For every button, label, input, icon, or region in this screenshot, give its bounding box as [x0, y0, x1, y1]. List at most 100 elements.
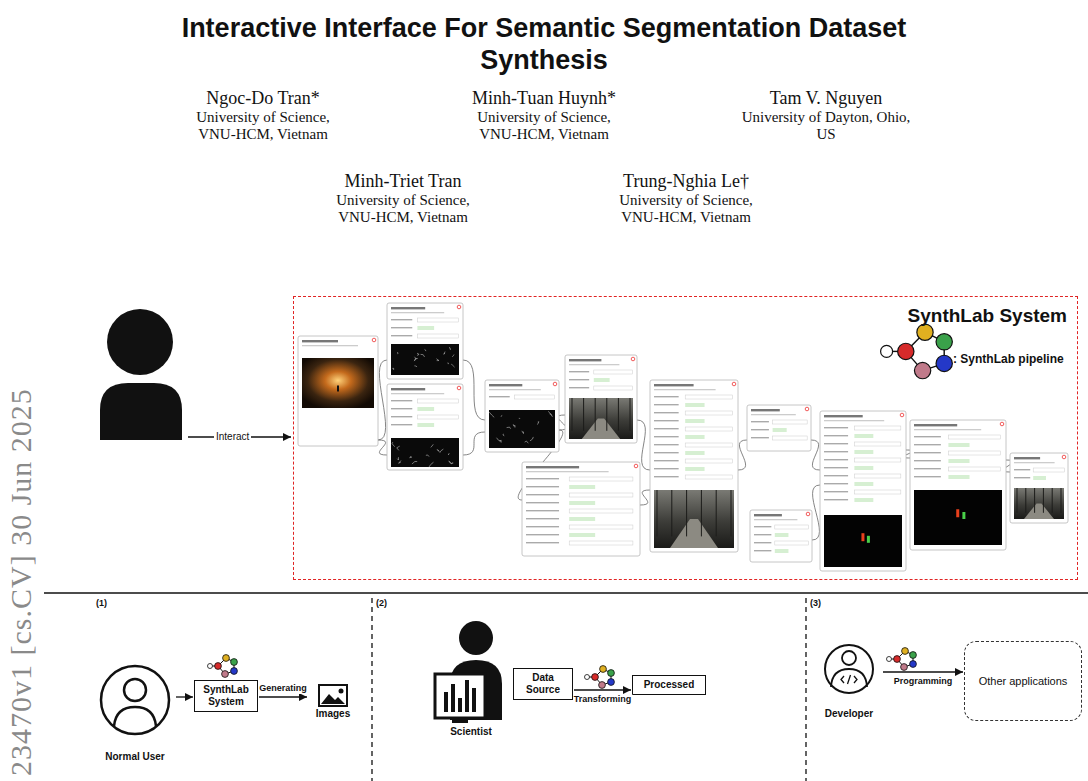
edge-stroke [522, 431, 524, 434]
field-label [526, 542, 559, 543]
edge-stroke [449, 347, 451, 350]
panel-frame [747, 405, 811, 451]
field-label [526, 478, 559, 479]
icon-dot [894, 656, 901, 663]
field-label [526, 502, 559, 503]
field-label [914, 476, 941, 477]
title-bar [914, 424, 957, 426]
field-input [948, 451, 1000, 455]
panel-frame [565, 355, 637, 443]
pipeline-node-panel [387, 303, 463, 379]
icon-dot [231, 659, 238, 666]
mask-object [956, 509, 959, 517]
field-input [569, 541, 633, 545]
section-divider [805, 598, 806, 781]
title-bar [824, 415, 863, 417]
panel-number: (3) [810, 598, 821, 609]
edge-stroke [452, 355, 454, 357]
desc-bar [654, 389, 716, 390]
title-bar [654, 384, 694, 386]
edge-label: Transforming [573, 694, 633, 705]
field-label [569, 371, 589, 372]
panel-frame [650, 380, 738, 552]
field-input [948, 467, 1000, 471]
user-ring [101, 666, 169, 734]
desc-bar [824, 420, 884, 421]
edge-stroke [414, 366, 417, 367]
field-label [391, 408, 412, 409]
field-label [489, 396, 510, 397]
field-label [914, 452, 941, 453]
field-input [569, 493, 633, 497]
monitor-stand [452, 718, 468, 723]
pipeline-icon [585, 666, 615, 689]
scientist-head [459, 621, 493, 655]
wire [738, 440, 747, 470]
field-label [654, 452, 679, 453]
field-tag [854, 466, 873, 470]
pipeline-node-panel [910, 420, 1006, 550]
field-tag [948, 443, 969, 447]
desc-bar [489, 389, 541, 390]
chart-bar [444, 692, 448, 712]
edge-stroke [447, 363, 449, 364]
edge-stroke [412, 462, 417, 464]
photo-road [670, 519, 718, 548]
node-label: Data Source [518, 672, 568, 696]
field-input [685, 427, 733, 431]
pipeline-node-panel [650, 380, 738, 552]
panel-number: (2) [376, 598, 387, 609]
connector-arrow [883, 671, 963, 672]
desc-bar [391, 393, 444, 394]
field-label [569, 387, 589, 388]
mask-object [867, 536, 870, 543]
field-tag [569, 485, 595, 489]
edge-stroke [399, 460, 401, 463]
images-node: Images [308, 684, 358, 720]
mask [914, 490, 1002, 545]
author-name: Tam V. Nguyen [726, 88, 926, 108]
field-input [854, 490, 900, 494]
photo-tree [1043, 488, 1044, 513]
field-tag [685, 467, 704, 471]
field-label [391, 319, 412, 320]
field-tag [948, 475, 969, 479]
field-label [754, 526, 771, 527]
mask [824, 515, 902, 567]
field-label [824, 459, 848, 460]
person-head [107, 309, 173, 375]
node-label: SynthLab System [199, 684, 253, 708]
wire [463, 360, 485, 420]
field-input [685, 411, 733, 415]
desc-bar [569, 364, 619, 365]
node-label: SynthLab System [908, 305, 1067, 327]
field-label [526, 510, 559, 511]
pipeline-icon [208, 655, 238, 678]
edge-stroke [440, 449, 443, 452]
chart-bar [451, 684, 455, 712]
icon-dot [215, 663, 222, 670]
author-name: Trung-Nghia Le† [586, 171, 786, 191]
edge-stroke [503, 434, 504, 436]
field-input [515, 395, 555, 399]
affiliation: University of Dayton, Ohio, US [741, 109, 911, 143]
author-name: Minh-Triet Tran [303, 171, 503, 191]
wire [640, 490, 650, 505]
panel-number: (1) [96, 598, 107, 609]
field-input [773, 420, 808, 424]
panel-frame [910, 420, 1006, 550]
icon-dot [608, 679, 615, 686]
affiliation: University of Science, VNU-HCM, Vietnam [601, 192, 771, 226]
desc-bar [526, 471, 609, 472]
icon-dot [914, 362, 930, 378]
photo-tree [686, 490, 687, 536]
field-input [417, 415, 458, 419]
close-dot [634, 464, 638, 468]
node-icon [97, 663, 173, 751]
field-input [685, 459, 733, 463]
field-tag [854, 434, 873, 438]
field-label [751, 429, 769, 430]
icon-start [881, 345, 893, 357]
field-input [417, 399, 458, 403]
affiliation: University of Science, VNU-HCM, Vietnam [318, 192, 488, 226]
